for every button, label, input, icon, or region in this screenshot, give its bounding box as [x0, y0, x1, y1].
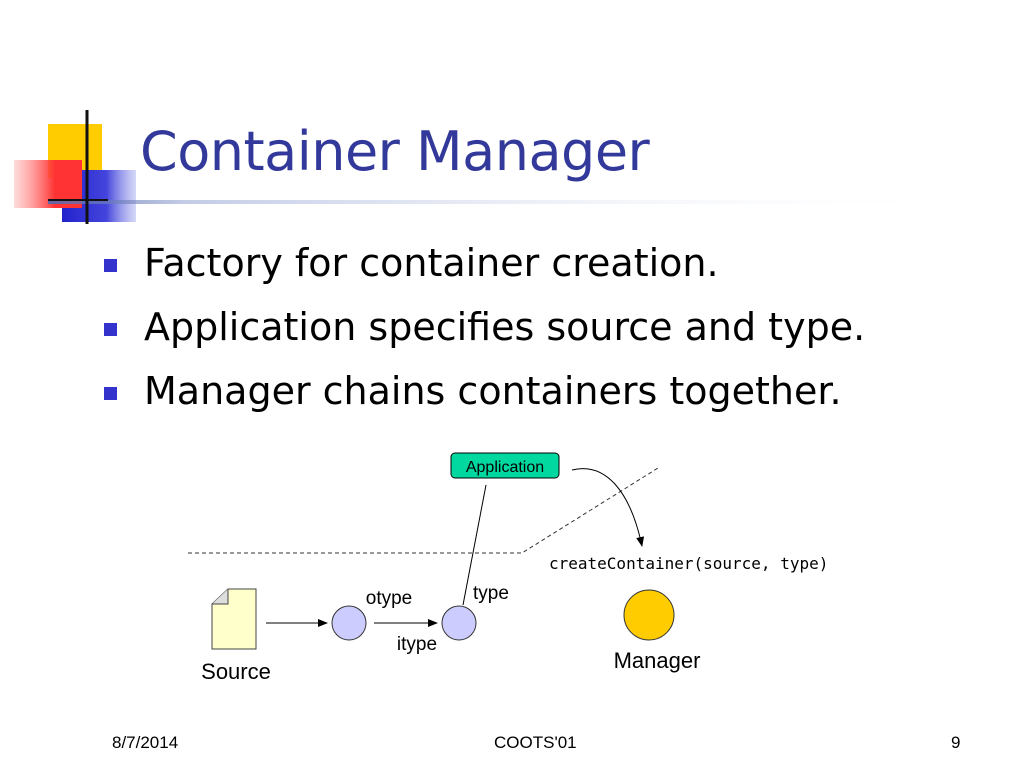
- footer-date: 8/7/2014: [112, 733, 179, 752]
- page-number: 9: [951, 733, 961, 752]
- container-node-2: [441, 605, 477, 641]
- title-underline: [48, 200, 968, 204]
- slide-title: Container Manager: [140, 120, 650, 183]
- application-to-type-line: [462, 484, 487, 606]
- itype-label: itype: [397, 634, 437, 655]
- type-label: type: [473, 583, 509, 604]
- bullet-square-icon: [104, 259, 117, 272]
- container-diagram: Application createContainer(source, type…: [188, 452, 828, 684]
- bullet-text: Manager chains containers together.: [144, 369, 842, 413]
- create-container-call: createContainer(source, type): [549, 554, 828, 573]
- application-box: [450, 452, 560, 479]
- container-node-1: [331, 605, 367, 641]
- application-to-call-arrow: [571, 468, 645, 547]
- bullet-square-icon: [104, 387, 117, 400]
- source-document-icon: [211, 588, 257, 650]
- manager-label: Manager: [614, 648, 701, 673]
- otype-label: otype: [366, 588, 412, 609]
- bullet-text: Application specifies source and type.: [144, 305, 866, 349]
- footer-title: COOTS'01: [494, 733, 577, 752]
- manager-node: [623, 589, 675, 641]
- boundary-dashed-line: [188, 467, 659, 554]
- bullet-square-icon: [104, 323, 117, 336]
- source-label: Source: [201, 659, 271, 684]
- bullet-text: Factory for container creation.: [144, 241, 719, 285]
- application-label: Application: [466, 459, 544, 476]
- title-ornament: [14, 110, 968, 224]
